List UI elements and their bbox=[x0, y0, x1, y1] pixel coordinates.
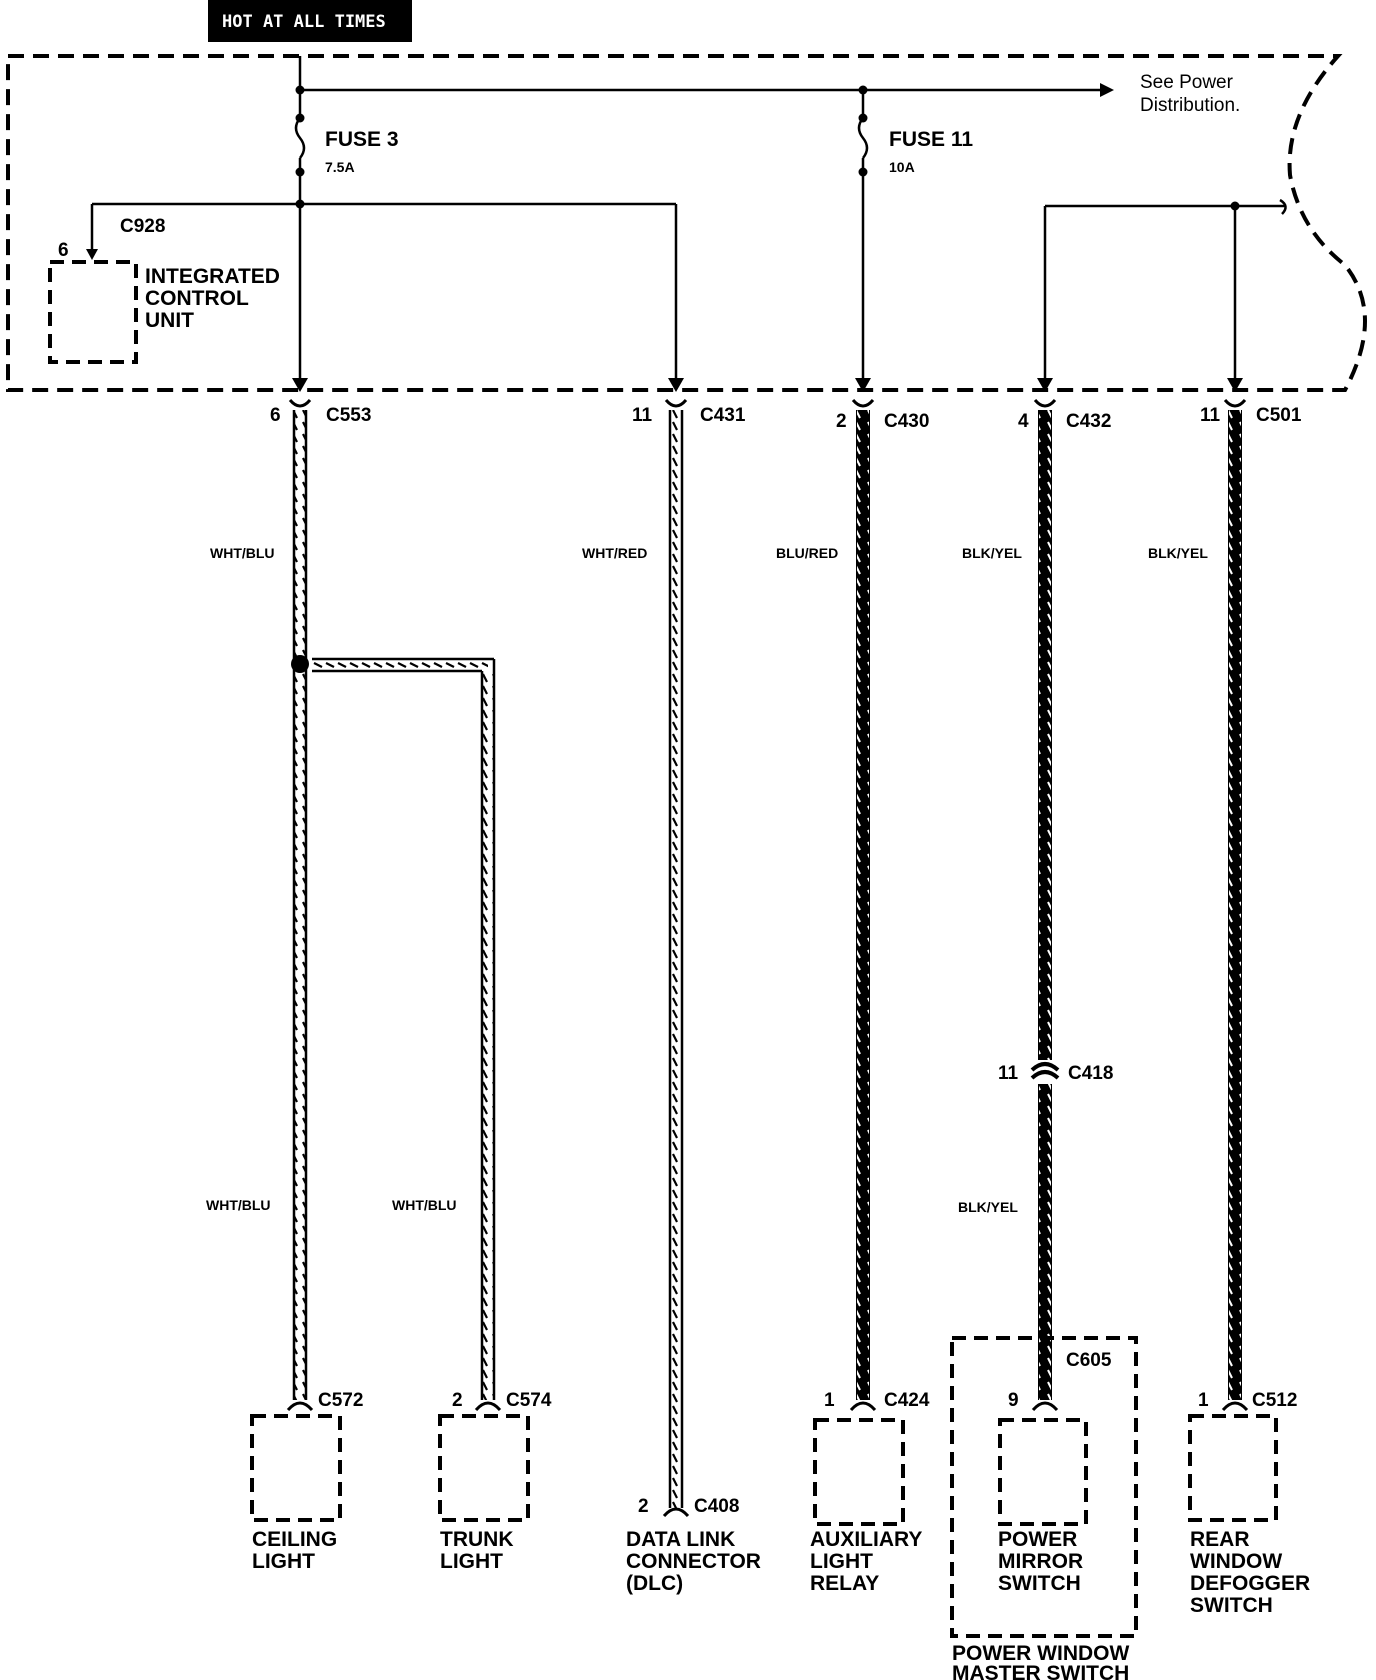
c553-name: C553 bbox=[326, 405, 371, 426]
trunk-line2: LIGHT bbox=[440, 1550, 503, 1573]
c418-name: C418 bbox=[1068, 1063, 1113, 1084]
wire-color-trunk: WHT/BLU bbox=[392, 1197, 457, 1213]
c418-pin: 11 bbox=[998, 1063, 1019, 1084]
fuse-3-name: FUSE 3 bbox=[325, 128, 399, 151]
wire-trunk-branch bbox=[291, 655, 496, 1400]
fuse-11-name: FUSE 11 bbox=[889, 128, 973, 151]
c512-name: C512 bbox=[1252, 1390, 1297, 1411]
fuse-11-rating: 10A bbox=[889, 159, 915, 175]
fuse-3: FUSE 3 7.5A bbox=[294, 90, 399, 204]
trunk-line1: TRUNK bbox=[440, 1528, 514, 1551]
bottom-connector-sockets bbox=[286, 1401, 1249, 1518]
c572-name: C572 bbox=[318, 1390, 363, 1411]
wire-color-c553: WHT/BLU bbox=[210, 545, 275, 561]
wire-c501-defog bbox=[1228, 410, 1242, 1400]
integrated-control-unit: C928 6 INTEGRATED CONTROL UNIT bbox=[48, 216, 280, 364]
wire-color-c431: WHT/RED bbox=[582, 545, 647, 561]
icu-line1: INTEGRATED bbox=[145, 265, 280, 288]
connector-c418: 11 C418 bbox=[998, 1062, 1113, 1084]
fuse3-branches bbox=[86, 199, 678, 378]
defog-line4: SWITCH bbox=[1190, 1594, 1273, 1617]
mirror-line2: MIRROR bbox=[998, 1550, 1083, 1573]
wire-c431-dlc bbox=[668, 410, 684, 1508]
wire-c430-aux bbox=[856, 410, 870, 1400]
pwms-line2: MASTER SWITCH bbox=[952, 1662, 1129, 1680]
dlc-line1: DATA LINK bbox=[626, 1528, 735, 1551]
mirror-line1: POWER bbox=[998, 1528, 1077, 1551]
wire-c418-mirror bbox=[1038, 1084, 1052, 1400]
icu-pin: 6 bbox=[58, 240, 69, 261]
c431-name: C431 bbox=[700, 405, 746, 426]
c432-name: C432 bbox=[1066, 411, 1111, 432]
pwms-connector: C605 bbox=[1066, 1350, 1112, 1371]
wire-c553-ceiling bbox=[292, 410, 308, 1400]
c432-c501-branches bbox=[1043, 198, 1287, 378]
mirror-line3: SWITCH bbox=[998, 1572, 1081, 1595]
defog-line1: REAR bbox=[1190, 1528, 1250, 1551]
icu-connector: C928 bbox=[120, 216, 165, 237]
top-connector-sockets bbox=[288, 398, 1247, 408]
aux-line2: LIGHT bbox=[810, 1550, 873, 1573]
dlc-line3: (DLC) bbox=[626, 1572, 683, 1595]
c424-name: C424 bbox=[884, 1390, 930, 1411]
header-label: HOT AT ALL TIMES bbox=[222, 12, 386, 32]
defog-line3: DEFOGGER bbox=[1190, 1572, 1310, 1595]
c431-pin: 11 bbox=[632, 405, 653, 426]
fuse-11: FUSE 11 10A bbox=[857, 90, 973, 378]
ceiling-light: CEILING LIGHT bbox=[250, 1414, 342, 1573]
dlc-line2: CONNECTOR bbox=[626, 1550, 761, 1573]
c424-pin: 1 bbox=[824, 1390, 835, 1411]
wire-color-ceiling: WHT/BLU bbox=[206, 1197, 271, 1213]
aux-line3: RELAY bbox=[810, 1572, 879, 1595]
bottom-connector-labels: C572 2 C574 2 C408 1 C424 9 1 C512 bbox=[318, 1390, 1297, 1517]
data-link-connector: DATA LINK CONNECTOR (DLC) bbox=[626, 1528, 761, 1595]
c432-pin: 4 bbox=[1018, 411, 1029, 432]
top-connector-arrows bbox=[292, 378, 1243, 392]
wire-color-c501: BLK/YEL bbox=[1148, 545, 1208, 561]
hot-at-all-times-tag: HOT AT ALL TIMES bbox=[208, 0, 412, 42]
c574-pin: 2 bbox=[452, 1390, 463, 1411]
auxiliary-light-relay: AUXILIARY LIGHT RELAY bbox=[810, 1418, 922, 1595]
c430-pin: 2 bbox=[836, 411, 847, 432]
power-note-line1: See Power bbox=[1140, 72, 1234, 93]
power-window-master-switch: C605 POWER WINDOW MASTER SWITCH bbox=[950, 1336, 1138, 1680]
aux-line1: AUXILIARY bbox=[810, 1528, 922, 1551]
ceiling-line1: CEILING bbox=[252, 1528, 337, 1551]
power-bus bbox=[295, 56, 1114, 97]
c574-name: C574 bbox=[506, 1390, 552, 1411]
pwms-line1: POWER WINDOW bbox=[952, 1642, 1129, 1665]
c512-pin: 1 bbox=[1198, 1390, 1209, 1411]
power-note-line2: Distribution. bbox=[1140, 95, 1240, 116]
icu-line2: CONTROL bbox=[145, 287, 249, 310]
c408-pin: 2 bbox=[638, 1496, 649, 1517]
c501-name: C501 bbox=[1256, 405, 1302, 426]
c430-name: C430 bbox=[884, 411, 929, 432]
trunk-light: TRUNK LIGHT bbox=[438, 1414, 530, 1573]
icu-line3: UNIT bbox=[145, 309, 194, 332]
top-connector-labels: 6 C553 11 C431 2 C430 4 C432 11 C501 bbox=[270, 405, 1302, 432]
c553-pin: 6 bbox=[270, 405, 281, 426]
wire-color-c432: BLK/YEL bbox=[962, 545, 1022, 561]
rear-window-defogger-switch: REAR WINDOW DEFOGGER SWITCH bbox=[1188, 1414, 1310, 1617]
c605-pin: 9 bbox=[1008, 1390, 1019, 1411]
wire-color-c418-lower: BLK/YEL bbox=[958, 1199, 1018, 1215]
defog-line2: WINDOW bbox=[1190, 1550, 1282, 1573]
wire-color-labels: WHT/BLU WHT/RED BLU/RED BLK/YEL BLK/YEL … bbox=[206, 545, 1208, 1215]
wire-c432-c418 bbox=[1038, 410, 1052, 1060]
c501-pin: 11 bbox=[1200, 405, 1221, 426]
power-mirror-switch: POWER MIRROR SWITCH bbox=[998, 1418, 1088, 1595]
fuse-3-rating: 7.5A bbox=[325, 159, 355, 175]
wire-color-c430: BLU/RED bbox=[776, 545, 838, 561]
c408-name: C408 bbox=[694, 1496, 739, 1517]
ceiling-line2: LIGHT bbox=[252, 1550, 315, 1573]
